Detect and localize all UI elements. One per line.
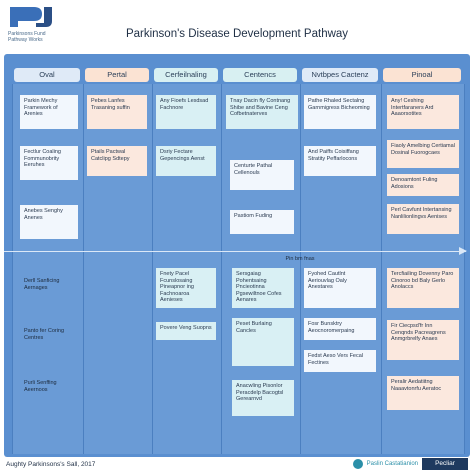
phase-divider bbox=[4, 251, 466, 252]
card: Fnety Pacel Fcunslosaing Pineapnor ing F… bbox=[156, 268, 216, 308]
card: Dsriy Fectare Gepencings Aenst bbox=[156, 146, 216, 176]
card: Fedst Aeso Vers Fecal Fectines bbox=[304, 350, 376, 372]
card: Centurte Pathal Cellenouls bbox=[230, 160, 294, 190]
card: Purli Senffing Aeernoos bbox=[24, 380, 57, 393]
card: Perl Cavfunt Intertansing Nanlilionlingv… bbox=[387, 204, 459, 234]
logo-text: Parkinsons Fund Pathway Works bbox=[8, 31, 46, 43]
card: Denoamtont Fuling Adosions bbox=[387, 174, 459, 196]
card: Ptails Pactwal Catclipg Sdtepy bbox=[87, 146, 147, 176]
column-header-5: Nvtbpes Cactenz bbox=[302, 68, 378, 82]
card: Any! Ceshing Intertfaraners Ard Aaaorsot… bbox=[387, 95, 459, 129]
card: And Paiffs Coisiffang Stratity Peffarloc… bbox=[304, 146, 376, 176]
brand-area: Paslin Castatianion Pecliar bbox=[352, 458, 468, 470]
column-header-1: Oval bbox=[14, 68, 80, 82]
brand-icon bbox=[352, 459, 363, 469]
card: Fectlur Coaling Fommunobrity Eeruhes bbox=[20, 146, 78, 180]
logo-mark-icon bbox=[6, 4, 56, 30]
card: Derll Sanficing Aernages bbox=[24, 278, 60, 291]
footer-credit: Aughty Parkinsons's Sall, 2017 bbox=[6, 461, 96, 468]
lane-2 bbox=[83, 84, 153, 454]
card: Sersgaiag Pohentsaing Pncieotinna Pgsewi… bbox=[232, 268, 294, 308]
card: Panto fer Coring Centres bbox=[24, 328, 65, 341]
brand-right-logo: Pecliar bbox=[422, 458, 468, 470]
column-header-2: Pertal bbox=[85, 68, 149, 82]
card: Peralir Aedatiitng Naaavtonrfu Aeratoc bbox=[387, 376, 459, 410]
logo: Parkinsons Fund Pathway Works bbox=[6, 4, 58, 44]
card: Peset Burlaing Cancles bbox=[232, 318, 294, 366]
card: Pastiom Fuding bbox=[230, 210, 294, 234]
card: Tnay Dacin fly Contnang Shibe and Bavine… bbox=[226, 95, 298, 129]
card: Tercfiailing Dovenny Paro Cinoroo bd Bal… bbox=[387, 268, 459, 308]
bottom-band-label: Pin bm fnas bbox=[285, 256, 315, 262]
column-header-6: Pinoal bbox=[383, 68, 461, 82]
arrow-right-icon bbox=[459, 247, 467, 255]
card: Fiaoly Amelbing Certiamal Dosinal Fuorog… bbox=[387, 140, 459, 168]
card: Pathe Rhaled Sectalng Garnmigress Bicheo… bbox=[304, 95, 376, 129]
card: Fir Ciecpsd'fr Inn Cenqnds Pacreagrens A… bbox=[387, 320, 459, 360]
card: Fyohed Cautlnt Aeriouvlag Oaly Anestares bbox=[304, 268, 376, 308]
column-header-4: Centencs bbox=[223, 68, 297, 82]
column-header-3: Cerfeilnaling bbox=[154, 68, 218, 82]
card: Any Fioefs Lesdsad Fachnore bbox=[156, 95, 216, 129]
brand-left-text: Paslin Castatianion bbox=[366, 461, 418, 467]
card: Povere Veng Suopns bbox=[156, 322, 216, 340]
page-title: Parkinson's Disease Development Pathway bbox=[125, 28, 349, 40]
card: Parkin Mechy Framework of Arenies bbox=[20, 95, 78, 129]
card: Anacwling Pisonlor Peracdelp Bacogtsl Ge… bbox=[232, 380, 294, 416]
card: Pebes Lanfes Trasaning suffin bbox=[87, 95, 147, 129]
card: Fosr Bunsktry Aeocnoromerpaing bbox=[304, 318, 376, 340]
card: Anebes Senghy Anenes bbox=[20, 205, 78, 239]
